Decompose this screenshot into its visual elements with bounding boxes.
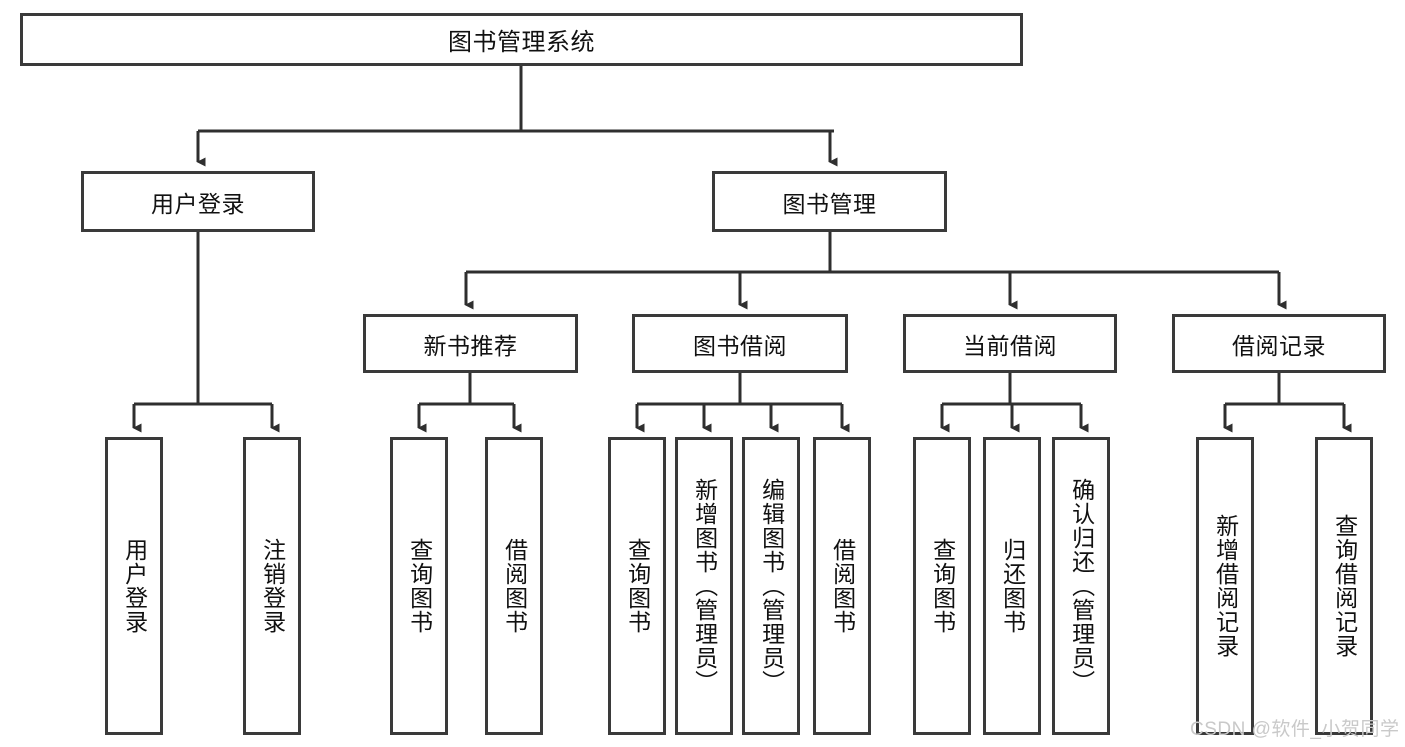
- leaf-current-confirm-return-admin[interactable]: 确认归还（管理员）: [1052, 437, 1110, 735]
- leaf-borrow-add-book-admin[interactable]: 新增图书（管理员）: [675, 437, 733, 735]
- leaf-user-login-logout[interactable]: 注销登录: [243, 437, 301, 735]
- leaf-user-login-login[interactable]: 用户登录: [105, 437, 163, 735]
- node-book-borrow[interactable]: 图书借阅: [632, 314, 848, 373]
- leaf-recommend-borrow-book[interactable]: 借阅图书: [485, 437, 543, 735]
- node-current-borrow[interactable]: 当前借阅: [903, 314, 1117, 373]
- node-book-management[interactable]: 图书管理: [712, 171, 947, 232]
- leaf-borrow-borrow-book[interactable]: 借阅图书: [813, 437, 871, 735]
- node-user-login[interactable]: 用户登录: [81, 171, 315, 232]
- leaf-borrow-query-book[interactable]: 查询图书: [608, 437, 666, 735]
- leaf-recommend-query-book[interactable]: 查询图书: [390, 437, 448, 735]
- node-borrow-record[interactable]: 借阅记录: [1172, 314, 1386, 373]
- node-root-system[interactable]: 图书管理系统: [20, 13, 1023, 66]
- leaf-record-query-record[interactable]: 查询借阅记录: [1315, 437, 1373, 735]
- leaf-current-return-book[interactable]: 归还图书: [983, 437, 1041, 735]
- watermark-csdn: CSDN @软件_小贺同学: [1190, 719, 1400, 740]
- leaf-record-add-record[interactable]: 新增借阅记录: [1196, 437, 1254, 735]
- leaf-borrow-edit-book-admin[interactable]: 编辑图书（管理员）: [742, 437, 800, 735]
- leaf-current-query-book[interactable]: 查询图书: [913, 437, 971, 735]
- node-new-book-recommend[interactable]: 新书推荐: [363, 314, 578, 373]
